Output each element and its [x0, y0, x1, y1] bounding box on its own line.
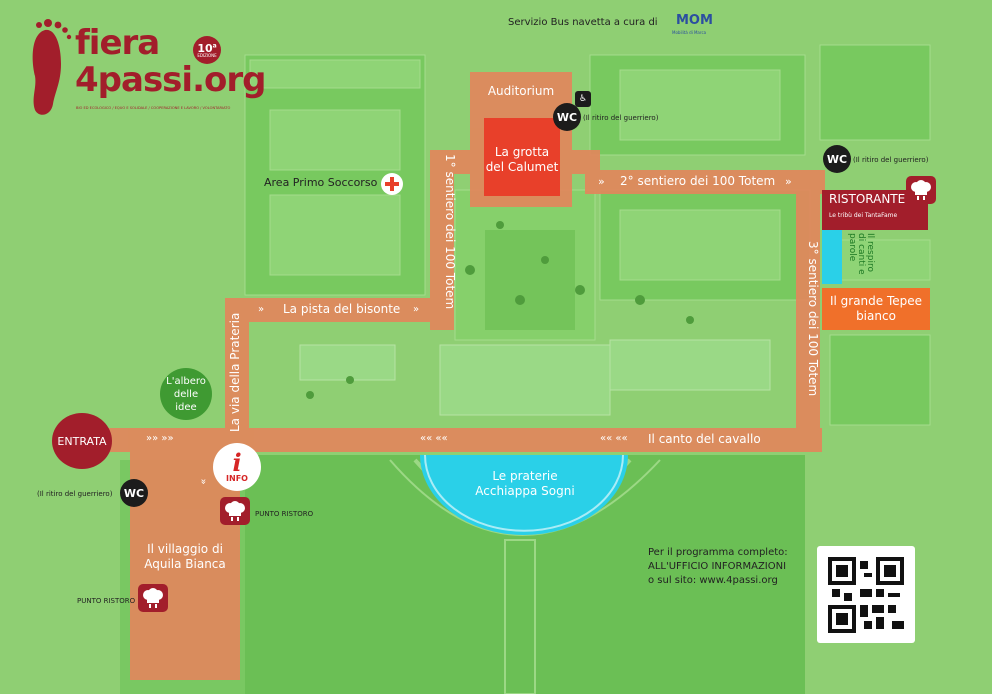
sentiero3-label: 3° sentiero dei 100 Totem [806, 241, 820, 397]
wc-left-note: (Il ritiro del guerriero) [37, 490, 113, 498]
arrows-down: » [197, 478, 209, 485]
info-word: INFO [226, 474, 248, 483]
ristorante-label: RISTORANTE [829, 192, 906, 206]
arrows-s2-right: » [785, 175, 792, 188]
grotta-label: La grotta del Calumet [485, 145, 559, 174]
cavallo-label: Il canto del cavallo [648, 432, 761, 446]
sentiero1-label: 1° sentiero dei 100 Totem [443, 154, 457, 310]
logo-tagline: BIO ED ECOLOGICO / EQUO E SOLIDALE / COO… [76, 106, 231, 110]
program-line1: Per il programma completo: [648, 547, 788, 558]
punto-ristoro-right: PUNTO RISTORO [255, 510, 314, 518]
shuttle-brand-logo: MOM [676, 13, 713, 28]
wc-auditorium: WC [553, 103, 581, 131]
prateria-label: La via della Prateria [228, 312, 242, 432]
restaurant-icon [138, 584, 168, 612]
program-line3[interactable]: o sul sito: www.4passi.org [648, 575, 778, 586]
qr-code-icon[interactable] [828, 557, 904, 633]
wc-right: WC [823, 145, 851, 173]
wc-left: WC [120, 479, 148, 507]
respiro-label: Il respiro di canti e parole [847, 233, 875, 275]
entrata-label: ENTRATA [52, 413, 112, 469]
shuttle-brand-sub: Mobilità di Marca [672, 30, 707, 35]
wc-auditorium-note: (Il ritiro del guerriero) [583, 114, 659, 122]
albero-label: L'albero delle idee [160, 368, 212, 420]
arrows-bisonte-right: » [413, 304, 420, 315]
footprint-icon [32, 19, 72, 115]
sentiero2-label: 2° sentiero dei 100 Totem [620, 174, 776, 188]
punto-ristoro-left: PUNTO RISTORO [77, 597, 136, 605]
edition-badge: 10a EDIZIONE [193, 36, 221, 64]
accessible-icon: ♿ [575, 91, 591, 107]
info-point[interactable]: i INFO [213, 443, 261, 491]
villaggio-label: Il villaggio di Aquila Bianca [144, 542, 226, 571]
red-cross-icon [381, 173, 403, 195]
tepee-label: Il grande Tepee bianco [829, 294, 923, 323]
wc-right-note: (Il ritiro del guerriero) [853, 156, 929, 164]
arrows-s2-left: » [598, 175, 605, 188]
praterie-label: Le praterie Acchiappa Sogni [475, 469, 575, 498]
primo-soccorso-label: Area Primo Soccorso [264, 176, 378, 189]
edition-number: 10 [197, 41, 213, 55]
arrows-entrata: »» »» [146, 433, 174, 444]
logo-line2: 4passi.org [75, 60, 266, 100]
info-icon: i [232, 448, 242, 477]
restaurant-icon [220, 497, 250, 525]
ristorante-sub: Le tribù dei TantaFame [829, 212, 898, 219]
edition-suffix: a [212, 41, 217, 49]
program-line2: ALL'UFFICIO INFORMAZIONI [648, 561, 787, 572]
logo-line1: fiera [75, 23, 160, 63]
arrows-cavallo: «« «« [600, 433, 628, 444]
arrows-cavallo-left: «« «« [420, 433, 448, 444]
arrows-bisonte: » [258, 304, 265, 315]
edition-word: EDIZIONE [197, 52, 217, 58]
restaurant-icon [906, 176, 936, 204]
auditorium-label: Auditorium [487, 83, 555, 98]
shuttle-text: Servizio Bus navetta a cura di [508, 17, 658, 28]
bisonte-label: La pista del bisonte [283, 302, 401, 316]
